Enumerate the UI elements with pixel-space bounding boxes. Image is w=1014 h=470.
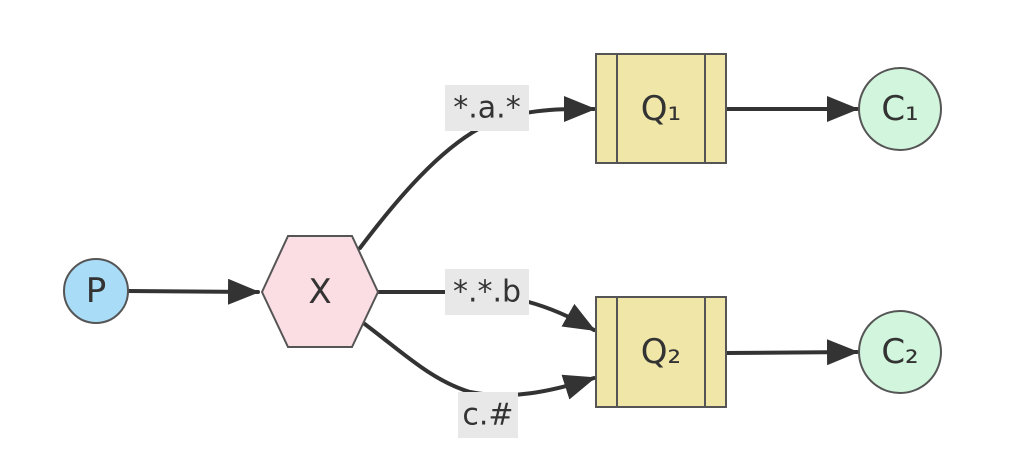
node-exchange: X <box>260 235 380 348</box>
edge-producer-to-exchange <box>126 278 260 305</box>
node-consumer1: C₁ <box>858 67 942 151</box>
queue2-label: Q₂ <box>641 332 681 372</box>
edge-label-star-star-b: *.*.b <box>445 269 529 315</box>
node-consumer2: C₂ <box>858 310 942 394</box>
consumer1-circle <box>858 67 942 151</box>
edge-labels: *.a.* *.*.b c.# <box>445 85 529 438</box>
edge-label-star-a-star: *.a.* <box>445 85 529 131</box>
queue1-label: Q₁ <box>641 89 681 129</box>
exchange-label: X <box>308 272 331 312</box>
edges <box>126 95 859 400</box>
edge-label-background <box>445 269 529 315</box>
producer-label: P <box>86 271 107 311</box>
consumer1-label: C₁ <box>881 89 918 129</box>
edge-label-background <box>445 85 529 131</box>
edge-exchange-to-queue2-c-hash <box>360 320 596 400</box>
node-producer: P <box>63 258 129 324</box>
edge-label-text: c.# <box>462 398 513 433</box>
consumer2-circle <box>858 310 942 394</box>
edge-label-background <box>458 392 518 438</box>
node-queue1: Q₁ <box>595 53 727 164</box>
consumer2-label: C₂ <box>881 332 918 372</box>
nodes: P X Q₁ Q₂ C₁ C₂ <box>63 53 942 408</box>
edge-label-text: *.*.b <box>453 275 521 310</box>
producer-circle <box>63 258 129 324</box>
edge-queue2-to-consumer2 <box>724 339 859 366</box>
exchange-hexagon <box>260 235 380 348</box>
edge-label-text: *.a.* <box>453 91 520 126</box>
node-queue2: Q₂ <box>595 296 727 408</box>
edge-label-c-hash: c.# <box>458 392 518 438</box>
